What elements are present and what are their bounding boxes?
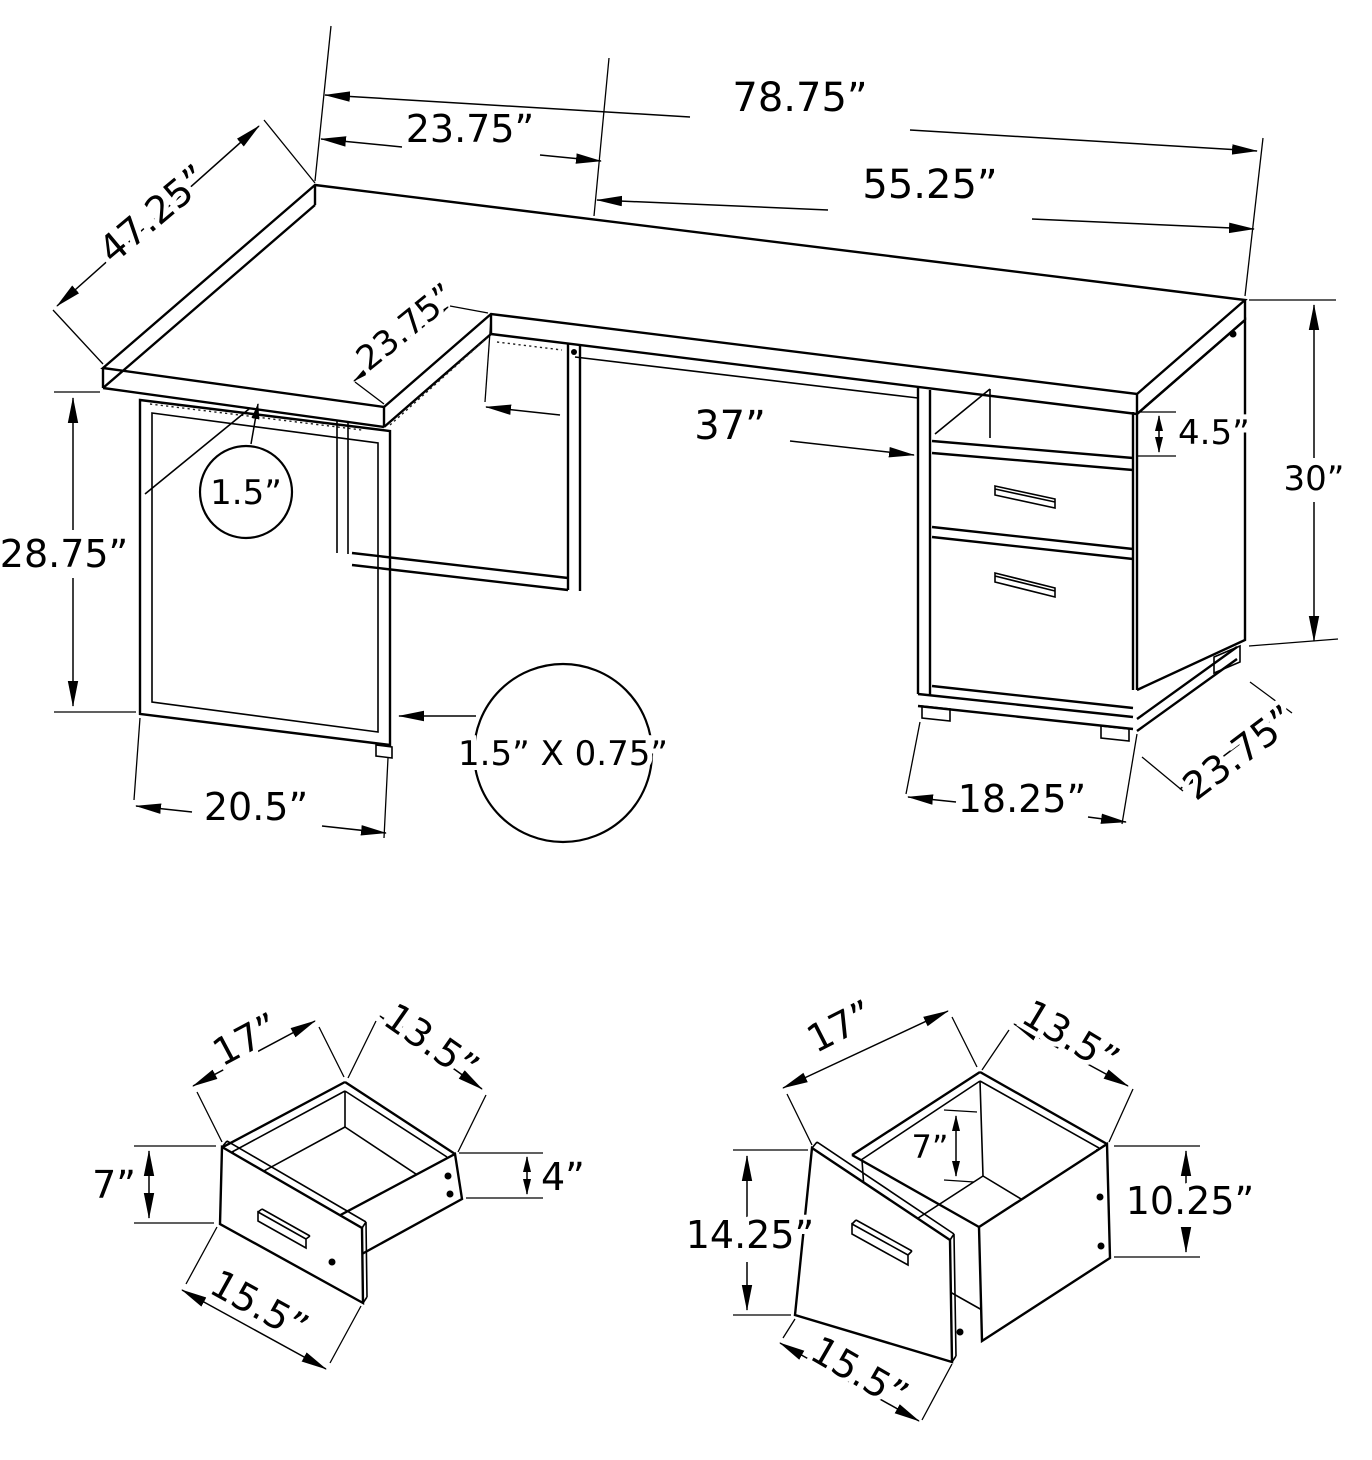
dim-overall-height: 30” <box>1248 299 1349 647</box>
dim-label-small-back-width: 17” <box>206 1004 287 1075</box>
dim-file-side-depth: 13.5” <box>981 986 1134 1143</box>
callout-tube-size: 1.5” X 0.75” <box>398 662 673 844</box>
dim-leg-frame-height: 28.75” <box>0 391 136 713</box>
middle-leg-frame <box>351 344 919 592</box>
drawer-box-rim <box>222 1080 456 1156</box>
cabinet-side-panel <box>1131 317 1247 692</box>
desk-isometric-view: 78.75” 23.75” 55.25” 47.25” 23.75” <box>0 25 1349 844</box>
dim-overall-width: 78.75” <box>314 25 1264 297</box>
dim-right-section-width: 55.25” <box>596 157 1255 234</box>
dim-label-small-side-height: 4” <box>541 1155 585 1199</box>
dim-label-shelf-opening: 4.5” <box>1178 413 1250 453</box>
dim-label-leg-frame-width: 20.5” <box>204 785 308 829</box>
drawer-front-file <box>931 535 1134 710</box>
small-drawer-detail: 17” 13.5” 7” 4” 15.5” <box>87 989 590 1370</box>
dim-label-cabinet-depth: 23.75” <box>1175 696 1304 808</box>
drawer-box-rim <box>851 1070 1108 1229</box>
dim-label-file-side-depth: 13.5” <box>1015 991 1127 1082</box>
dim-label-small-front-height: 7” <box>92 1163 136 1207</box>
drawer-cabinet <box>571 317 1247 742</box>
dim-small-side-height: 4” <box>459 1150 590 1204</box>
dim-label-small-side-depth: 13.5” <box>376 994 487 1090</box>
file-drawer-detail: 7” 17” 13.5” 14.25” <box>681 986 1259 1423</box>
callout-label-top-thickness: 1.5” <box>210 473 282 513</box>
dim-small-front-height: 7” <box>87 1145 216 1224</box>
dim-file-back-width: 17” <box>782 986 978 1146</box>
drawer-front-small <box>931 451 1134 551</box>
callout-top-thickness: 1.5” <box>198 403 294 540</box>
dim-label-cabinet-width: 18.25” <box>958 777 1086 821</box>
left-leg-frame <box>138 398 393 759</box>
drawer-box-side <box>977 1141 1112 1344</box>
dim-file-interior-depth: 7” <box>907 1109 978 1183</box>
dim-label-overall-height: 30” <box>1284 459 1345 499</box>
dim-label-file-back-width: 17” <box>800 991 881 1061</box>
open-shelf <box>931 388 1134 460</box>
dim-left-section-width: 23.75” <box>320 57 610 217</box>
dim-small-back-width: 17” <box>192 999 345 1143</box>
dim-label-leg-frame-height: 28.75” <box>0 532 128 576</box>
drawer-front-panel-edges <box>811 1141 957 1363</box>
dim-label-file-interior-depth: 7” <box>912 1128 949 1166</box>
drawer-handle <box>851 1219 913 1267</box>
drawer-front-panel-edges <box>221 1140 368 1304</box>
dim-label-right-section-width: 55.25” <box>862 162 997 208</box>
dim-label-file-side-height: 10.25” <box>1126 1179 1254 1223</box>
drawer-handle <box>994 571 1056 599</box>
dim-label-return-depth: 47.25” <box>90 156 217 272</box>
dim-label-knee-clearance: 37” <box>694 403 766 449</box>
dim-label-file-front-height: 14.25” <box>686 1213 814 1257</box>
drawer-handle <box>994 485 1056 509</box>
dim-leg-frame-width: 20.5” <box>133 717 389 839</box>
dim-file-side-height: 10.25” <box>1114 1145 1259 1258</box>
dim-label-overall-width: 78.75” <box>732 75 867 121</box>
dim-label-left-section-width: 23.75” <box>406 107 534 151</box>
dim-cabinet-width: 18.25” <box>905 721 1138 826</box>
dim-label-small-front-width: 15.5” <box>203 1261 316 1350</box>
cabinet-base-frame <box>917 644 1241 742</box>
drawer-handle <box>257 1208 311 1250</box>
dim-knee-clearance: 37” <box>484 317 915 458</box>
desk-top <box>100 183 1248 431</box>
dim-cabinet-depth: 23.75” <box>1141 681 1309 814</box>
callout-label-tube-size: 1.5” X 0.75” <box>458 734 668 774</box>
dim-shelf-opening: 4.5” <box>1137 408 1255 458</box>
dim-file-front-height: 14.25” <box>681 1149 819 1316</box>
